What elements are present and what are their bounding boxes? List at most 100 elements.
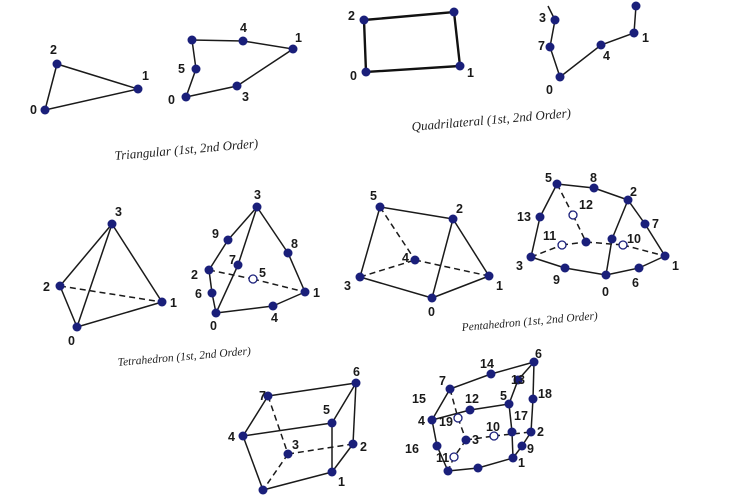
node [529,357,539,367]
node-label: 13 [517,210,531,224]
caption-quadrilateral: Quadrilateral (1st, 2nd Order) [411,105,572,134]
node [631,1,641,11]
node [660,251,670,261]
node-label: 6 [353,365,360,379]
midside-node [453,413,463,423]
node [507,427,517,437]
node-label: 2 [630,185,637,199]
node [629,28,639,38]
node [187,35,197,45]
node [443,466,453,476]
node-label: 5 [323,403,330,417]
node-label: 4 [271,311,278,325]
node [427,293,437,303]
node-label: 2 [191,268,198,282]
node [157,297,167,307]
node [461,435,471,445]
node-label: 3 [254,188,261,202]
node [223,235,233,245]
node [550,15,560,25]
node [455,61,465,71]
node [348,439,358,449]
node-label: 3 [516,259,523,273]
caption-triangular: Triangular (1st, 2nd Order) [114,135,259,162]
node [375,202,385,212]
midside-node [449,452,459,462]
node [268,301,278,311]
node [181,92,191,102]
node [445,384,455,394]
node [410,255,420,265]
node-label: 2 [43,280,50,294]
node-label: 1 [518,456,525,470]
node [252,202,262,212]
node-label: 12 [465,392,479,406]
node [233,260,243,270]
midside-node [557,240,567,250]
node [640,219,650,229]
node-label: 2 [360,440,367,454]
node [589,183,599,193]
node-label: 15 [412,392,426,406]
node-label: 9 [212,227,219,241]
node [581,237,591,247]
node [191,64,201,74]
node-label: 0 [546,83,553,97]
node-label: 5 [545,171,552,185]
node-label: 2 [50,43,57,57]
node-label: 0 [68,334,75,348]
quadrilateral-2nd-order: 1 3 4 7 0 [538,1,649,97]
node [486,369,496,379]
node-label: 4 [240,21,247,35]
pentahedron-1st-order: 0 1 2 3 4 5 [344,189,503,319]
node [473,463,483,473]
node [300,287,310,297]
node-label: 1 [467,66,474,80]
node-label: 6 [535,347,542,361]
node [283,248,293,258]
node [283,449,293,459]
midside-node [568,210,578,220]
hexahedron-1st-order: 1 2 3 4 5 6 7 [228,365,367,495]
triangle-2nd-order: 0 1 3 4 5 [168,21,302,107]
node-label: 0 [30,103,37,117]
node-label: 5 [370,189,377,203]
node-label: 9 [553,273,560,287]
node [207,288,217,298]
node-label: 14 [480,357,494,371]
node [484,271,494,281]
node [623,195,633,205]
node [560,263,570,273]
caption-pentahedron: Pentahedron (1st, 2nd Order) [460,310,598,334]
node [504,399,514,409]
node-label: 7 [439,374,446,388]
node [535,212,545,222]
node-label: 2 [537,425,544,439]
node-label: 16 [405,442,419,456]
node [526,252,536,262]
tetrahedron-2nd-order: 0 1 2 3 4 5 6 7 8 9 [191,188,320,333]
node [517,441,527,451]
node [351,378,361,388]
node [327,418,337,428]
node-label: 0 [168,93,175,107]
node [258,485,268,495]
node-label: 0 [210,319,217,333]
node [508,453,518,463]
node-label: 4 [228,430,235,444]
midside-node [248,274,258,284]
node-label: 4 [603,49,610,63]
node-label: 10 [627,232,641,246]
node-label: 1 [338,475,345,489]
node [607,234,617,244]
midside-node [618,240,628,250]
node [72,322,82,332]
node-label: 13 [511,373,525,387]
node-label: 9 [527,442,534,456]
node-label: 7 [538,39,545,53]
node [211,308,221,318]
node [263,391,273,401]
node [107,219,117,229]
node-label: 1 [313,286,320,300]
